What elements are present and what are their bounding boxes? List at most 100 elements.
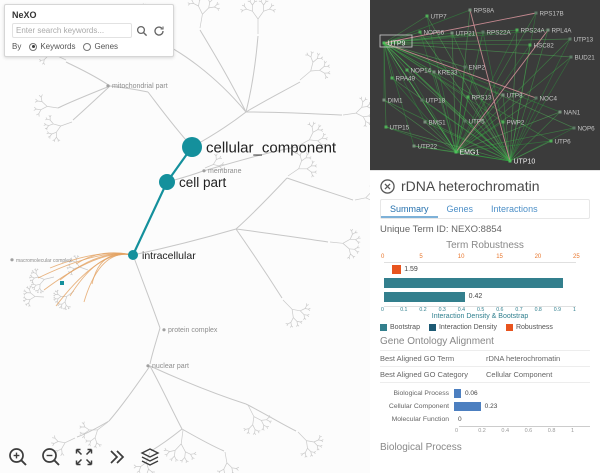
- tree-branch-label[interactable]: mitochondrial part: [106, 83, 168, 90]
- svg-text:mitochondrial part: mitochondrial part: [112, 83, 168, 90]
- details-header: rDNA heterochromatin: [380, 178, 590, 194]
- tree-node[interactable]: intracellular: [128, 250, 196, 262]
- network-node-label: NAN1: [564, 109, 581, 116]
- network-node-label: UTP7: [431, 13, 448, 20]
- refresh-icon: [154, 25, 164, 36]
- network-node[interactable]: RPS13: [466, 94, 492, 101]
- tree-mini-node[interactable]: [60, 281, 64, 285]
- network-node[interactable]: RPS24A: [515, 27, 546, 34]
- zoom-in-button[interactable]: [6, 445, 30, 469]
- network-node[interactable]: RPS22A: [481, 29, 512, 36]
- svg-text:protein complex: protein complex: [168, 327, 218, 334]
- network-node[interactable]: BUD21: [569, 54, 596, 61]
- network-node-label: RPL4A: [552, 27, 573, 34]
- biological-process-heading: Biological Process: [380, 442, 462, 453]
- network-node[interactable]: UTP21: [450, 30, 476, 37]
- go-alignment-heading: Gene Ontology Alignment: [380, 336, 494, 347]
- view-toolbar: [6, 445, 162, 469]
- network-node-label: NOC4: [540, 95, 558, 102]
- network-node[interactable]: BMS1: [423, 119, 447, 126]
- search-icon[interactable]: [135, 24, 149, 38]
- network-node-label: BUD21: [575, 54, 596, 61]
- term-title: rDNA heterochromatin: [401, 178, 540, 194]
- network-node[interactable]: UTP5: [463, 118, 486, 125]
- network-node[interactable]: NAN1: [558, 109, 581, 116]
- network-node[interactable]: DIM1: [382, 97, 404, 104]
- tree-branches: [22, 0, 370, 473]
- network-node[interactable]: EMG1: [454, 149, 480, 156]
- svg-text:membrane: membrane: [208, 168, 242, 175]
- tree-branch-label[interactable]: protein complex: [162, 327, 218, 334]
- tab-genes[interactable]: Genes: [446, 204, 474, 214]
- network-node[interactable]: RPL4A: [546, 27, 573, 34]
- zoom-out-button[interactable]: [39, 445, 63, 469]
- network-node[interactable]: NOP14: [405, 67, 432, 74]
- network-node-label: UTP21: [456, 30, 476, 37]
- search-input[interactable]: [12, 23, 132, 38]
- network-node[interactable]: RPS8A: [468, 7, 495, 14]
- network-node[interactable]: RPA49: [390, 75, 416, 82]
- network-node[interactable]: PWP2: [501, 119, 525, 126]
- term-details-panel: rDNA heterochromatin Summary Genes Interac…: [370, 170, 600, 473]
- network-node-label: UTP13: [574, 36, 594, 43]
- search-row: [12, 23, 166, 38]
- network-node-label: RPS17B: [540, 10, 564, 17]
- tree-node-label: intracellular: [142, 250, 196, 262]
- radio-keywords[interactable]: Keywords: [29, 42, 75, 51]
- double-chevron-icon: [110, 450, 125, 464]
- network-node[interactable]: NOP6: [572, 125, 596, 132]
- network-node-label: RPS13: [472, 94, 492, 101]
- network-node[interactable]: RPS17B: [534, 10, 564, 17]
- expand-levels-button[interactable]: [105, 445, 129, 469]
- app-title: NeXO: [12, 10, 37, 20]
- close-icon[interactable]: [380, 178, 395, 194]
- network-node[interactable]: UTP6: [549, 138, 572, 145]
- network-node[interactable]: UTP10: [508, 158, 536, 165]
- network-node-label: RPA49: [396, 75, 416, 82]
- fit-to-screen-button[interactable]: [72, 445, 96, 469]
- network-node-label: UTP22: [418, 143, 438, 150]
- tab-interactions[interactable]: Interactions: [491, 204, 538, 214]
- tree-node[interactable]: cell part: [159, 174, 227, 190]
- network-node-label: UTP10: [514, 158, 536, 165]
- zoom-in-icon: [9, 448, 27, 466]
- tree-branch-label[interactable]: macromolecular complex: [10, 258, 72, 264]
- network-node[interactable]: HSC82: [528, 42, 555, 49]
- tree-branch-label[interactable]: membrane: [202, 168, 242, 175]
- network-node[interactable]: UTP18: [420, 97, 446, 104]
- reset-icon[interactable]: [152, 24, 166, 38]
- layers-button[interactable]: [138, 445, 162, 469]
- zoom-out-icon: [42, 448, 60, 466]
- network-edges: [383, 9, 575, 162]
- network-node[interactable]: UTP9: [379, 34, 413, 47]
- network-node[interactable]: NOC4: [534, 95, 558, 102]
- magnifier-icon: [136, 25, 148, 36]
- tree-node[interactable]: cellular_component: [182, 137, 337, 157]
- robustness-heading: Term Robustness: [446, 240, 524, 251]
- network-node[interactable]: NOP56: [418, 29, 445, 36]
- radio-keywords-label: Keywords: [40, 42, 76, 51]
- network-node[interactable]: UTP15: [384, 124, 410, 131]
- network-node[interactable]: KRE33: [432, 69, 458, 76]
- network-node[interactable]: UTP13: [568, 36, 594, 43]
- network-node[interactable]: ENP2: [463, 64, 486, 71]
- tab-summary[interactable]: Summary: [381, 200, 438, 218]
- network-node-label: UTP15: [390, 124, 410, 131]
- network-node-label: NOP6: [578, 125, 596, 132]
- network-node[interactable]: UTP22: [412, 143, 438, 150]
- network-node[interactable]: UTP7: [425, 13, 448, 20]
- radio-genes[interactable]: Genes: [83, 42, 118, 51]
- network-node-label: NOP56: [424, 29, 445, 36]
- tree-branch-label[interactable]: nuclear part: [146, 363, 189, 370]
- network-node[interactable]: UTP8: [501, 92, 524, 99]
- network-node-label: UTP8: [507, 92, 524, 99]
